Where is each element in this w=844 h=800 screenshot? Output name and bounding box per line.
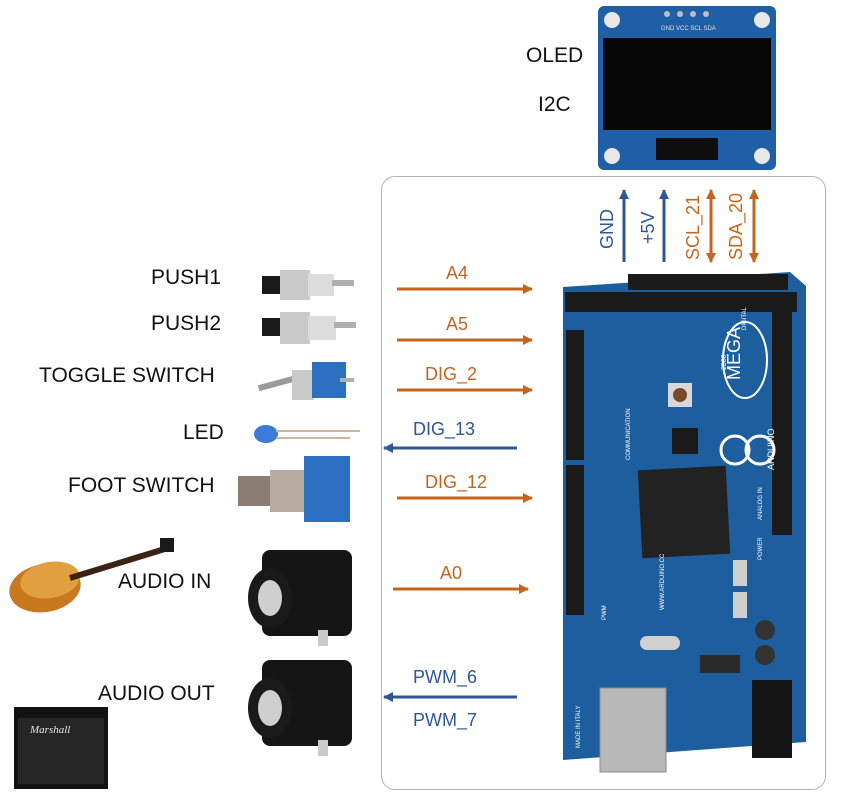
signal-pwm6: PWM_6 [413,667,478,687]
push1-button-image [262,270,354,300]
oled-bus-label: I2C [538,93,571,116]
board-origin: MADE IN ITALY [576,706,582,748]
label-toggle-switch: TOGGLE SWITCH [39,364,215,387]
signal-dig12: DIG_12 [425,472,488,492]
led-image [254,425,360,443]
amplifier-image [14,707,108,789]
signal-dig2: DIG_2 [425,364,478,384]
toggle-switch-image [257,362,354,400]
label-push2: PUSH2 [151,312,222,335]
board-model: 2560 [721,354,728,370]
signal-a4: A4 [446,263,469,283]
amp-brand: Marshall [29,724,70,736]
bus-label-sda: SDA_20 [726,192,746,260]
label-audio-in: AUDIO IN [118,570,212,593]
oled-title: OLED [526,44,584,67]
label-led: LED [183,421,224,444]
oled-module [598,6,776,170]
audio-out-jack-image [248,660,352,756]
header-analog-in: ANALOG IN [758,487,764,520]
signal-dig13: DIG_13 [413,419,476,439]
signal-arrows [383,284,533,702]
bus-arrows [619,189,759,263]
audio-in-jack-image [248,550,352,646]
foot-switch-image [238,456,350,522]
signal-pwm7: PWM_7 [413,710,478,730]
header-power: POWER [758,537,764,560]
label-foot-switch: FOOT SWITCH [68,474,215,497]
board-panel [381,176,826,790]
oled-pin-labels: GND VCC SCL SDA [661,26,716,32]
header-communication: COMMUNICATION [626,408,632,460]
header-digital: DIGITAL [742,306,748,330]
header-pwm: PWM [602,605,608,620]
arduino-mega-board [563,272,806,773]
label-push1: PUSH1 [151,266,222,289]
bus-label-scl: SCL_21 [683,194,703,260]
board-name: MEGA [724,327,744,380]
label-audio-out: AUDIO OUT [98,682,215,705]
board-site: WWW.ARDUINO.CC [660,553,666,610]
push2-button-image [262,312,356,344]
guitar-image [9,538,174,613]
signal-a5: A5 [446,314,469,334]
board-brand: ARDUINO [766,428,776,470]
bus-label-5v: +5V [638,211,658,244]
signal-a0: A0 [440,563,463,583]
bus-label-gnd: GND [597,209,617,249]
